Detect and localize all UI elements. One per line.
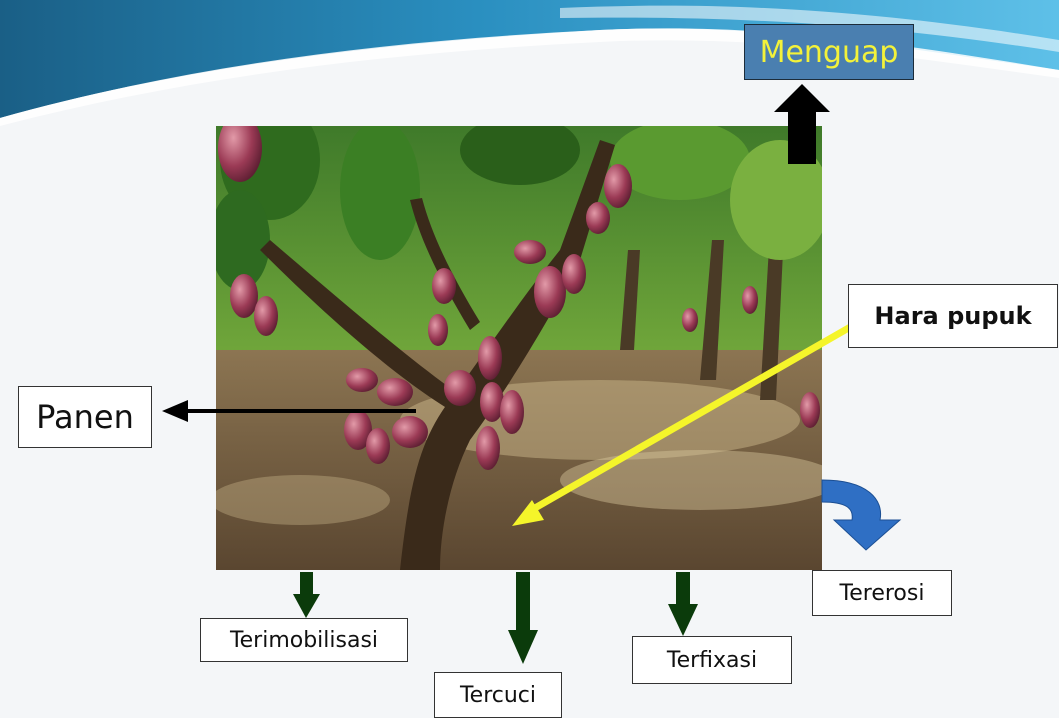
leaching-label: Tercuci [434, 672, 562, 718]
fixation-arrow [668, 572, 698, 636]
fixation-label: Terfixasi [632, 636, 792, 684]
fertilizer-nutrient-label: Hara pupuk [848, 284, 1058, 348]
immobilization-arrow [293, 572, 320, 618]
harvest-label: Panen [18, 386, 152, 448]
evaporation-label: Menguap [744, 24, 914, 80]
cocoa-plantation-photo [210, 100, 840, 570]
immobilization-label: Terimobilisasi [200, 618, 408, 662]
erosion-arrow [822, 480, 900, 550]
erosion-label: Tererosi [812, 570, 952, 616]
leaching-arrow [508, 572, 538, 664]
